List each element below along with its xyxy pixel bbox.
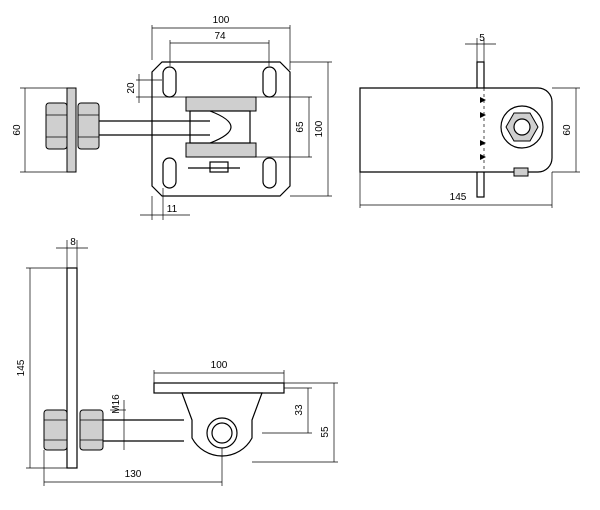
side-dim-thread: M16 (111, 394, 122, 414)
front-slot-bottom-right (262, 157, 277, 189)
side-dim-plate-width: 100 (211, 360, 228, 371)
side-plate (66, 267, 78, 469)
front-dim-slot-spacing: 74 (214, 31, 226, 42)
side-bracket (181, 392, 263, 457)
top-set-screw (513, 167, 529, 177)
front-slot-bottom-left (162, 157, 177, 189)
front-dim-offset-20: 20 (126, 82, 137, 94)
top-dim-thickness: 5 (479, 33, 485, 44)
front-dim-plate-height: 100 (314, 120, 325, 137)
front-mounting-plate (151, 61, 291, 197)
side-nut-left (43, 409, 68, 451)
side-dim-thickness: 8 (70, 237, 76, 248)
top-view: 5 60 145 (359, 33, 580, 208)
top-mark-4 (480, 154, 486, 160)
front-nut-left (45, 102, 68, 150)
front-bracket-bottom (185, 142, 257, 158)
front-bracket-body (189, 110, 251, 144)
side-dim-height-33: 33 (294, 404, 305, 416)
side-view: 8 145 M16 100 33 55 130 (16, 237, 338, 486)
front-washer (66, 87, 77, 173)
top-mark-2 (480, 112, 486, 118)
side-dim-height-55: 55 (320, 426, 331, 438)
top-washer (500, 105, 544, 149)
side-dim-reach: 130 (125, 469, 142, 480)
front-view: 100 74 20 60 65 100 11 (12, 15, 332, 220)
front-dim-plate-width: 100 (213, 15, 230, 26)
front-dim-offset-11: 11 (167, 204, 178, 215)
front-slot-top-right (262, 66, 277, 98)
front-bracket-top (185, 96, 257, 112)
side-dim-length: 145 (16, 359, 27, 376)
top-dim-height: 60 (562, 124, 573, 136)
front-hinge-eye (209, 110, 232, 144)
side-nut-right (79, 409, 104, 451)
front-dim-height-65: 65 (295, 121, 306, 133)
side-hinge-inner (211, 422, 233, 444)
top-rod-end (513, 118, 531, 136)
front-dim-bolt-height: 60 (12, 124, 23, 136)
front-set-screw (209, 161, 229, 173)
side-mount-plate (153, 382, 285, 394)
top-mark-1 (480, 97, 486, 103)
top-body (359, 87, 553, 173)
front-nut-right (77, 102, 100, 150)
top-mark-3 (480, 140, 486, 146)
front-slot-top-left (162, 66, 177, 98)
top-dim-length: 145 (450, 192, 467, 203)
